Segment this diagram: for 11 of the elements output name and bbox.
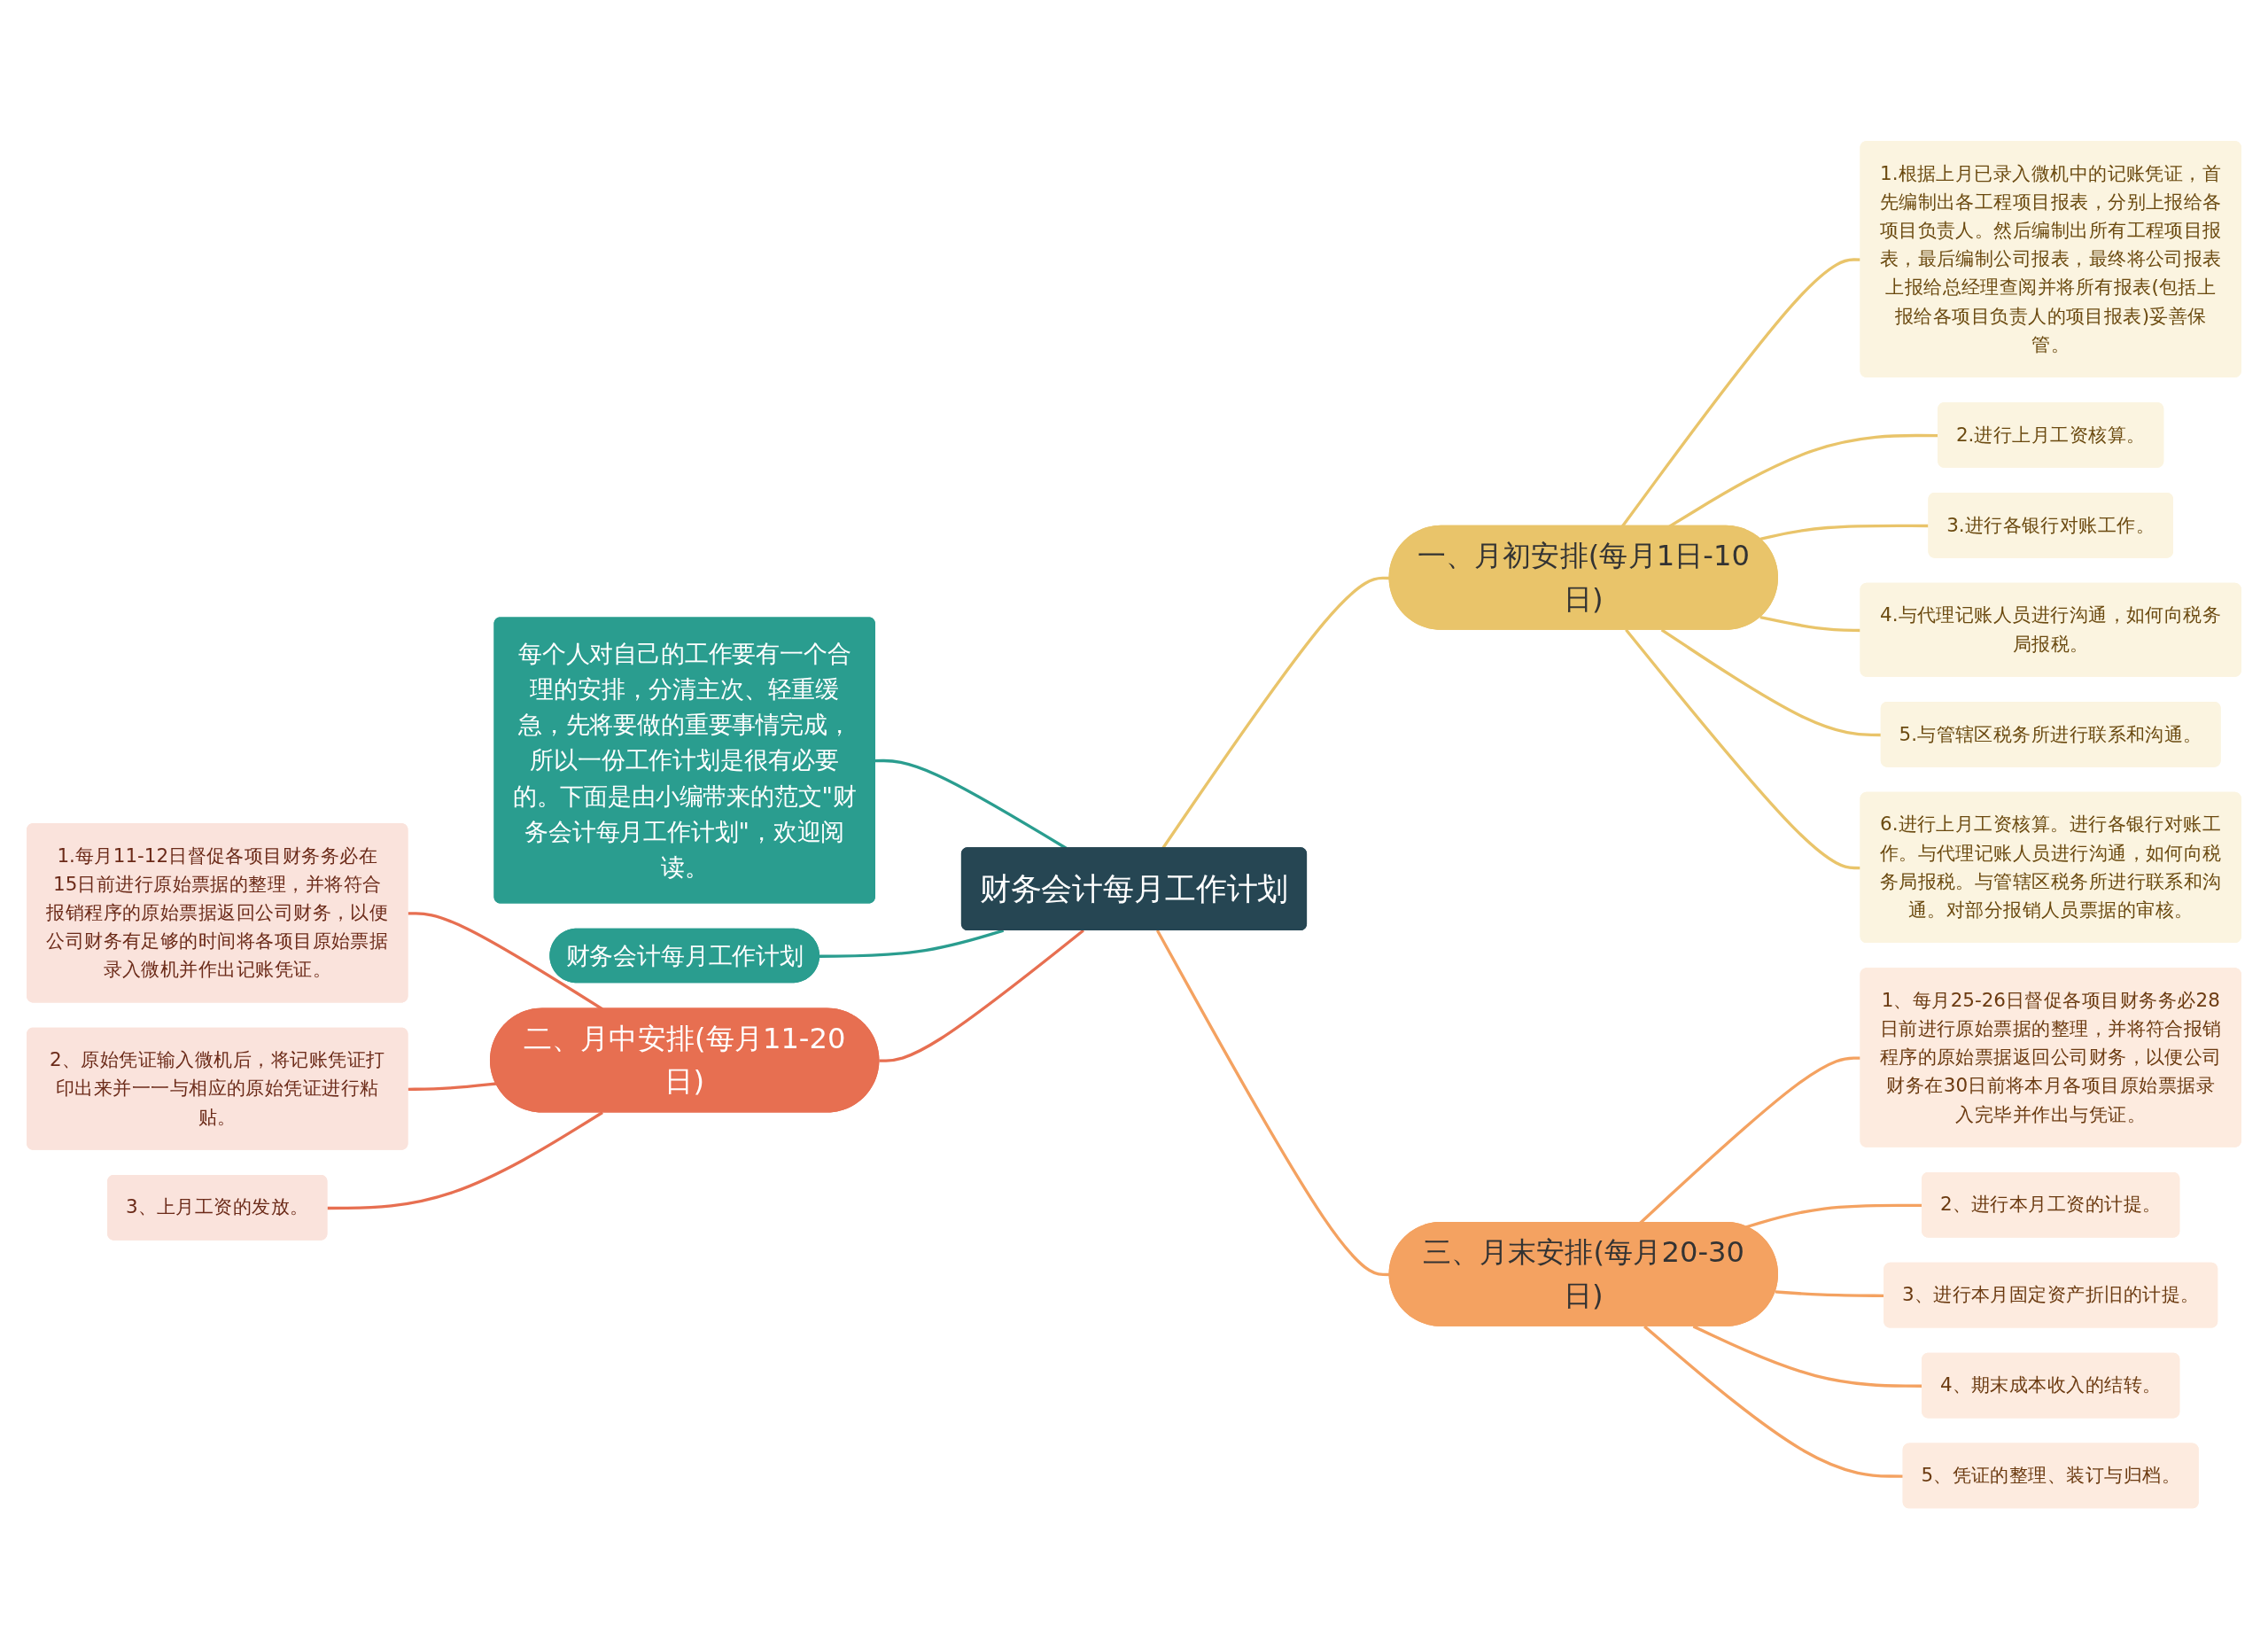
connector (327, 1110, 603, 1210)
connector (1155, 930, 1390, 1276)
connector (1759, 615, 1861, 632)
connector (1643, 1325, 1904, 1478)
connector (819, 929, 1005, 958)
connector (1759, 524, 1930, 541)
connector (1625, 628, 1861, 870)
connector (879, 929, 1084, 1062)
connector (1620, 258, 1861, 527)
connector (408, 1082, 497, 1091)
mind-map-drawing: 财务会计每月工作计划 每个人对自己的工作要有一个合理的安排，分清主次、轻重缓急，先将要做的重要事情完成，所以一份工作计划是很有必要的。下面是由小编带来的范文"财务会计每月工作计划"，欢迎阅读。 财务会计每月工作计划 一、月初安排(每月1日-10日) 1.根据上月已录入微机中的记账凭证，首先编制出各工程项目报表，分别上报给各项目负责人。然后编制出所有工程项目报表，最后编制公司报表，最终将公司报表上报给总经理查阅并将所有报表(包括上报给各项目负责人的项目报表)妥善保管。 2.进行上月工资核算。 3.进行各银行对账工作。 4.与代理记账人员进行沟通，如何向税务局报税。 5.与管辖区税务所进行联系和沟通。 6.进行上月工资核算。进行各银行对账工作。与代理记账人员进行沟通，如何向税务局报税。与管辖区税务所进行联系和沟通。对部分报销人员票据的审核。 二、月中安排(每月11-20日) 1.每月11-12日督促各项目财务务必在15日前进行原始票据的整理，并将符合报销程序的原始票据返回公司财务，以便公司财务有足够的时间将各项目原始票据录入微机并作出记账凭证。 2、原始凭证输入微机后，将记账凭证打印出来并一一与相应的原始凭证进行粘贴。 3、上月工资的发放。 三、月末安排(每月20-30日) 1、每月25-26日督促各项目财务务必28日前进行原始票据的整理，并将符合报销程序的原始票据返回公司财务，以便公司财务在30日前将本月各项目原始票据录入完毕并作出与凭证。 2、进行本月工资的计提。 3、进行本月固定资产折旧的计提。 4、期末成本收入的结转。 5、凭证的整理、装订与归档。 (18, 131, 2250, 1518)
